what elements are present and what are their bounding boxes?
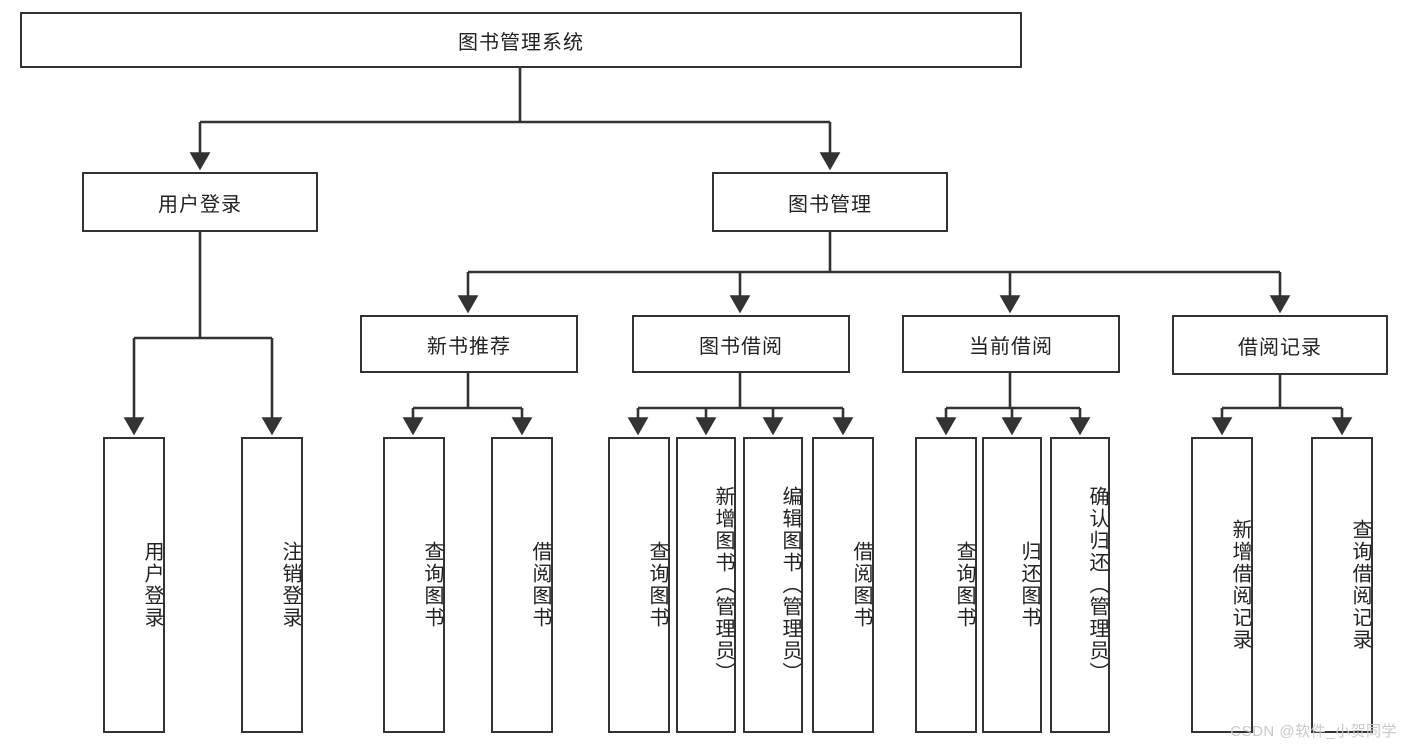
node-leaf-query-book-current-label: 查询图书 [953,541,975,629]
node-leaf-add-borrow-record-label: 新增借阅记录 [1229,519,1251,651]
node-leaf-add-book-admin[interactable]: 新增图书（管理员） [676,437,736,733]
node-current-borrow-label: 当前借阅 [969,335,1053,358]
node-leaf-logout-label: 注销登录 [279,541,301,629]
watermark-text: CSDN @软件_小贺同学 [1230,723,1397,740]
node-borrow-record[interactable]: 借阅记录 [1172,315,1388,375]
node-leaf-query-book-recommend-label: 查询图书 [421,541,443,629]
node-leaf-borrow-book-recommend[interactable]: 借阅图书 [491,437,553,733]
node-new-book-recommend[interactable]: 新书推荐 [360,315,578,373]
node-leaf-borrow-book-recommend-label: 借阅图书 [529,541,551,629]
node-leaf-edit-book-admin-label: 编辑图书（管理员） [779,486,801,684]
node-leaf-query-book[interactable]: 查询图书 [608,437,670,733]
node-user-login[interactable]: 用户登录 [82,172,318,232]
node-leaf-query-book-label: 查询图书 [646,541,668,629]
node-leaf-confirm-return-admin-label: 确认归还（管理员） [1086,486,1108,684]
node-leaf-edit-book-admin[interactable]: 编辑图书（管理员） [743,437,803,733]
node-leaf-query-book-current[interactable]: 查询图书 [915,437,977,733]
node-leaf-query-book-recommend[interactable]: 查询图书 [383,437,445,733]
node-leaf-query-borrow-record-label: 查询借阅记录 [1349,519,1371,651]
node-leaf-logout[interactable]: 注销登录 [241,437,303,733]
node-leaf-return-book-label: 归还图书 [1018,541,1040,629]
node-book-borrow[interactable]: 图书借阅 [632,315,850,373]
node-leaf-return-book[interactable]: 归还图书 [982,437,1042,733]
node-book-borrow-label: 图书借阅 [699,335,783,358]
node-leaf-borrow-book[interactable]: 借阅图书 [812,437,874,733]
node-borrow-record-label: 借阅记录 [1238,336,1322,359]
node-book-management-label: 图书管理 [788,193,872,216]
node-user-login-label: 用户登录 [158,193,242,216]
node-new-book-recommend-label: 新书推荐 [427,335,511,358]
node-leaf-add-borrow-record[interactable]: 新增借阅记录 [1191,437,1253,733]
node-leaf-query-borrow-record[interactable]: 查询借阅记录 [1311,437,1373,733]
node-root-system-label: 图书管理系统 [458,31,584,54]
node-leaf-add-book-admin-label: 新增图书（管理员） [712,486,734,684]
node-root-system[interactable]: 图书管理系统 [20,12,1022,68]
node-book-management[interactable]: 图书管理 [712,172,948,232]
node-leaf-user-login-label: 用户登录 [141,541,163,629]
node-leaf-user-login[interactable]: 用户登录 [103,437,165,733]
node-current-borrow[interactable]: 当前借阅 [902,315,1120,373]
node-leaf-borrow-book-label: 借阅图书 [850,541,872,629]
node-leaf-confirm-return-admin[interactable]: 确认归还（管理员） [1050,437,1110,733]
